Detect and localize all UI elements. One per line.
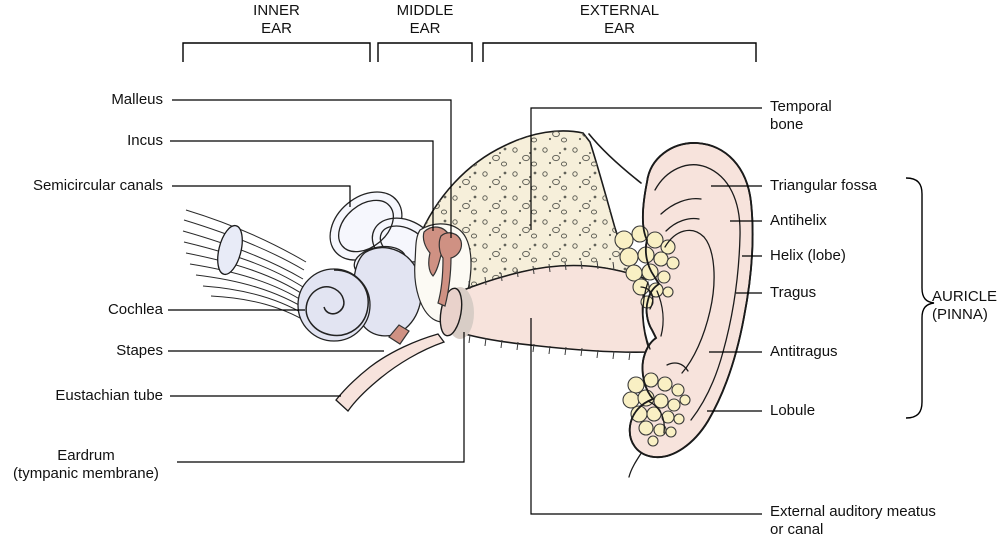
- region-label-middle-ear: MIDDLE EAR: [396, 2, 454, 37]
- concha-line: [656, 290, 664, 337]
- region-brackets: [182, 42, 757, 62]
- label-temporal-bone: Temporal bone: [770, 98, 832, 133]
- label-eustachian-tube: Eustachian tube: [55, 387, 163, 404]
- stapes-illustration: [388, 324, 410, 345]
- label-malleus: Malleus: [111, 91, 163, 108]
- lobule-crease-line: [647, 400, 665, 434]
- triangular-fossa-lines: [660, 197, 702, 215]
- region-label-inner-ear: INNER EAR: [253, 2, 300, 37]
- inner-ear-bracket: [182, 42, 371, 62]
- label-antihelix: Antihelix: [770, 212, 827, 229]
- malleus-leader-line: [172, 99, 452, 238]
- label-auricle-pinna: AURICLE (PINNA): [932, 288, 998, 323]
- head-contours: [588, 133, 643, 478]
- label-external-meatus: External auditory meatus or canal: [770, 503, 936, 538]
- ossicles-illustration: [388, 226, 463, 345]
- label-tragus: Tragus: [770, 284, 817, 301]
- canal-hatching: [468, 260, 631, 361]
- nerve-band-illustration: [217, 224, 243, 276]
- tragus-line: [640, 286, 654, 310]
- incus-leader-line: [170, 140, 434, 231]
- canal-opening-line: [642, 281, 651, 350]
- malleus-illustration: [437, 232, 463, 307]
- label-incus: Incus: [127, 132, 163, 149]
- semicircular-canals-leader-line: [172, 185, 351, 207]
- label-semicircular-canals: Semicircular canals: [32, 177, 163, 194]
- antihelix-fold-line: [664, 229, 715, 374]
- eardrum-leader-line: [177, 332, 465, 463]
- region-label-external-ear: EXTERNAL EAR: [579, 2, 660, 37]
- cochlea-illustration: [297, 268, 371, 342]
- label-eardrum: Eardrum (tympanic membrane): [13, 447, 159, 482]
- label-triangular-fossa: Triangular fossa: [770, 177, 877, 194]
- pinna-fold-details: [628, 142, 754, 458]
- antitragus-line: [666, 362, 689, 372]
- eustachian-tube-illustration: [335, 333, 446, 412]
- helix-fold-line: [654, 164, 741, 421]
- label-stapes: Stapes: [116, 342, 163, 359]
- external-ear-bracket: [482, 42, 757, 62]
- auricle-brace: [905, 177, 935, 419]
- label-helix: Helix (lobe): [770, 247, 846, 264]
- label-lobule: Lobule: [770, 402, 816, 419]
- temporal-bone-illustration: [417, 130, 647, 292]
- temporal-bone-leader-line: [530, 107, 762, 230]
- middle-ear-bracket: [377, 42, 473, 62]
- label-antitragus: Antitragus: [770, 343, 838, 360]
- fat-tissue-lower-illustration: [622, 372, 691, 447]
- external-meatus-leader-line: [530, 318, 762, 515]
- label-cochlea: Cochlea: [107, 301, 163, 318]
- auditory-nerve-illustration: [182, 209, 316, 328]
- leader-lines: [168, 99, 762, 515]
